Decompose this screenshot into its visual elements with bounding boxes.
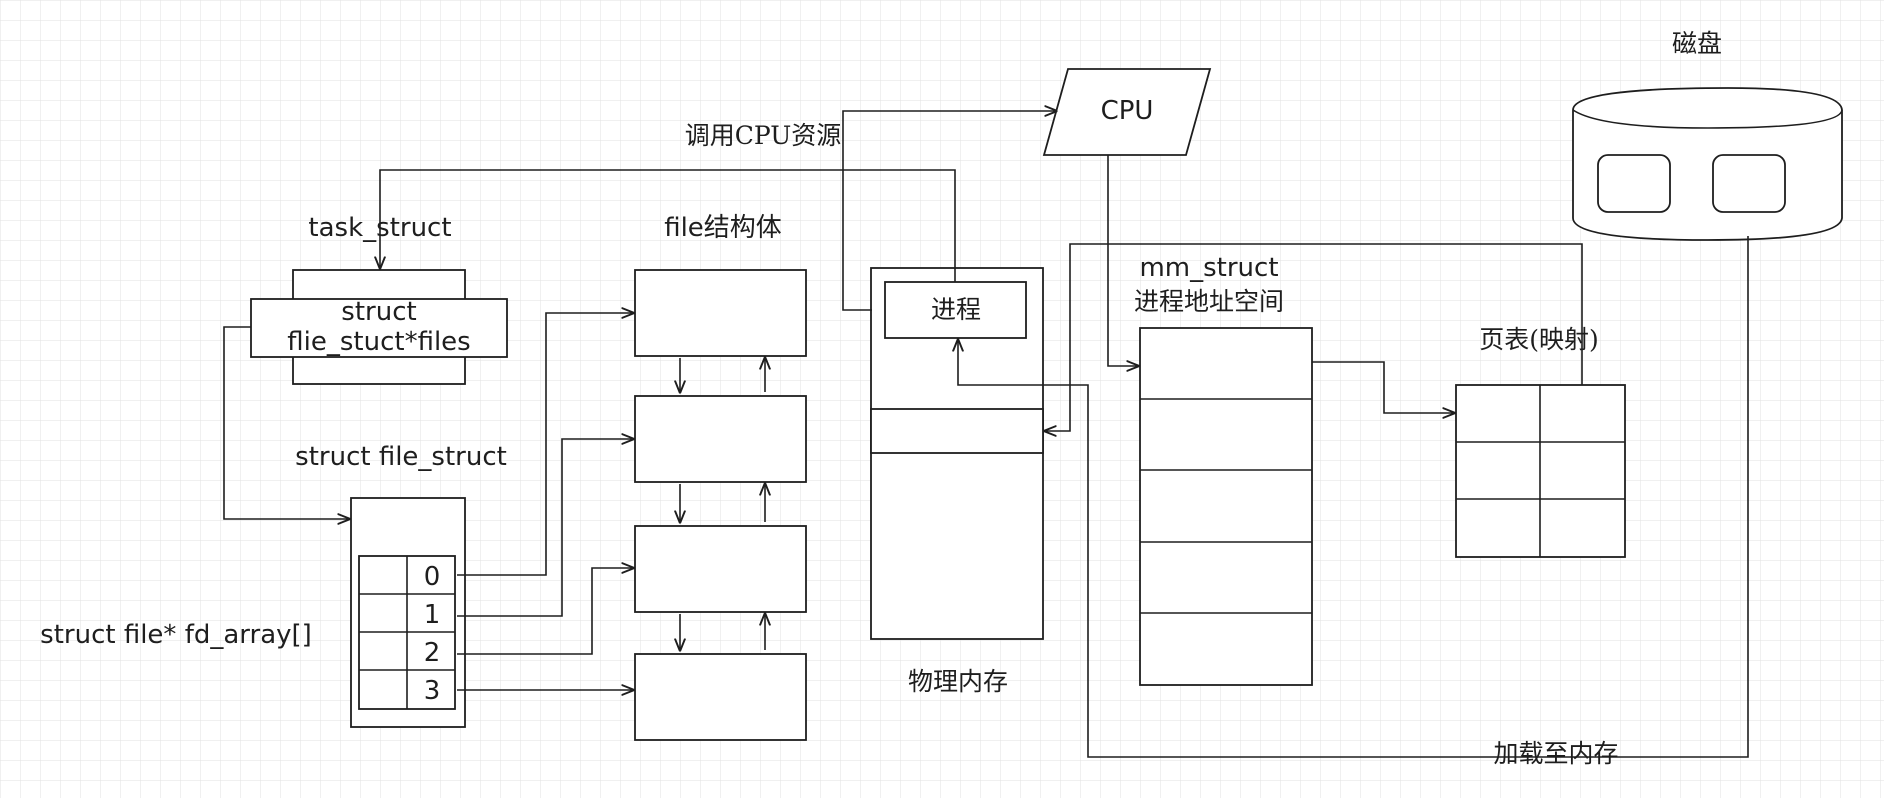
process-label: 进程: [931, 295, 981, 324]
struct-files-box: [250, 298, 508, 358]
fd-index-2: 2: [424, 638, 441, 668]
fd-index-1: 1: [424, 600, 441, 630]
fd-array-table: [358, 555, 456, 710]
disk-cylinder: [1572, 87, 1843, 241]
cpu-node: [1042, 68, 1212, 156]
fd-index-3: 3: [424, 676, 441, 706]
fd-index-0: 0: [424, 562, 441, 592]
file-box-2: [634, 395, 807, 483]
disk-block-1: [1597, 154, 1671, 213]
disk-block-2: [1712, 154, 1786, 213]
load-to-memory-label: 加载至内存: [1493, 739, 1618, 768]
cpu-label: CPU: [1101, 96, 1154, 126]
page-table-label: 页表(映射): [1479, 325, 1599, 354]
process-box: [884, 281, 1027, 339]
disk-label: 磁盘: [1672, 29, 1722, 58]
file-box-4: [634, 653, 807, 741]
file-box-3: [634, 525, 807, 613]
struct-files-label-1: struct: [341, 297, 416, 327]
connectors: [223, 111, 1749, 758]
address-space-label: 进程地址空间: [1134, 287, 1284, 316]
file-box-1: [634, 269, 807, 357]
mm-struct-label: mm_struct: [1139, 253, 1278, 283]
file-struct-title: file结构体: [664, 213, 782, 243]
physical-memory-band: [870, 408, 1044, 454]
struct-file-struct-label: struct file_struct: [295, 442, 507, 472]
fd-array-label: struct file* fd_array[]: [40, 620, 312, 650]
address-space-table: [1139, 327, 1313, 686]
struct-files-label-2: flie_stuct*files: [287, 327, 470, 357]
page-table-grid: [1455, 384, 1626, 558]
call-cpu-label: 调用CPU资源: [685, 121, 842, 150]
physical-memory-label: 物理内存: [908, 667, 1008, 696]
